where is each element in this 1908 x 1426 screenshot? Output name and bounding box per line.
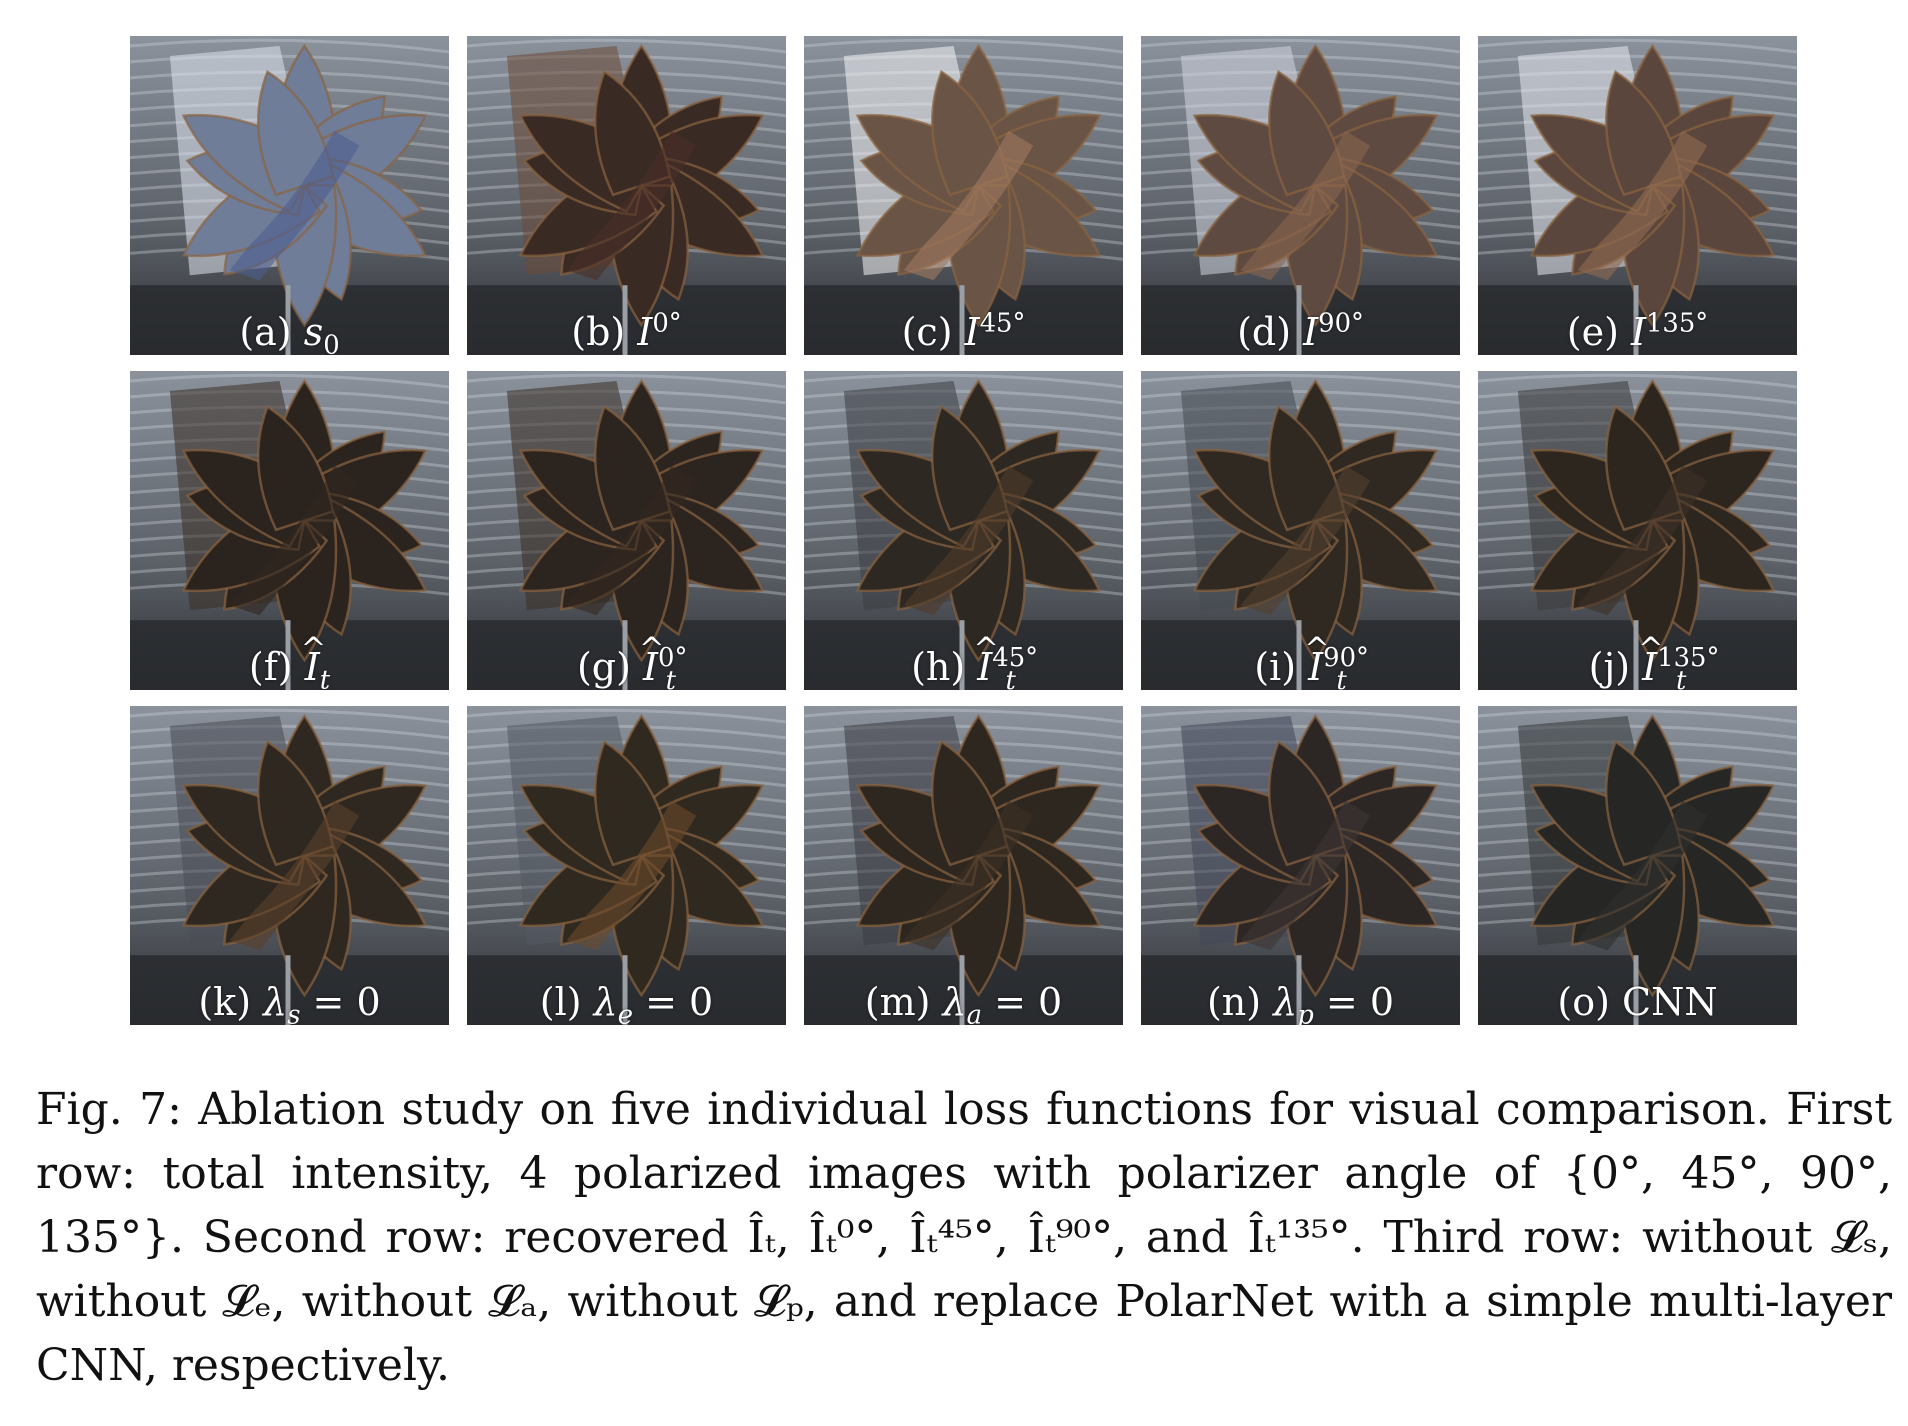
panel-label-prefix: (c) [901, 310, 965, 355]
panel-label-subscript: t [1005, 665, 1016, 690]
panel-label-prefix: (k) [198, 980, 264, 1025]
panel-label-prefix: (f) [248, 645, 305, 690]
panel-label-prefix: (g) [576, 645, 643, 690]
panel-j: (j) I135°t [1478, 371, 1797, 690]
panel-label-superscript: 0° [658, 643, 688, 674]
panel-label-symbol: CNN [1622, 980, 1718, 1025]
panel-image-g [467, 371, 786, 690]
panel-label-subscript: s [287, 1000, 301, 1025]
panel-a: (a) s0 [130, 36, 449, 355]
panel-label-prefix: (o) [1557, 980, 1623, 1025]
panel-image-n [1141, 706, 1460, 1025]
panel-label-e: (e) I135° [1478, 310, 1797, 355]
panel-label-symbol: I [637, 310, 653, 355]
panel-label-equation: = 0 [1313, 980, 1395, 1025]
panel-label-j: (j) I135°t [1478, 645, 1797, 690]
panel-label-superscript: 45° [979, 308, 1026, 339]
panel-label-prefix: (e) [1566, 310, 1631, 355]
panel-label-equation: = 0 [300, 980, 381, 1025]
panel-label-superscript: 135° [1657, 643, 1720, 674]
panel-image-d [1141, 36, 1460, 355]
panel-label-superscript: 90° [1318, 308, 1364, 339]
panel-label-subscript: e [617, 1000, 634, 1025]
panel-g: (g) I0°t [467, 371, 786, 690]
panel-label-m: (m) λa = 0 [804, 980, 1123, 1025]
panel-image-l [467, 706, 786, 1025]
panel-label-symbol: I [1630, 310, 1646, 355]
panel-label-prefix: (j) [1588, 645, 1643, 690]
panel-label-symbol: I [1308, 647, 1323, 688]
panel-label-subscript: 0 [323, 330, 340, 355]
panel-image-m [804, 706, 1123, 1025]
panel-label-superscript: 45° [992, 643, 1039, 674]
panel-label-n: (n) λp = 0 [1141, 980, 1460, 1025]
panel-label-equation: = 0 [633, 980, 714, 1025]
panel-image-o [1478, 706, 1797, 1025]
panel-d: (d) I90° [1141, 36, 1460, 355]
caption-text: Fig. 7: Ablation study on five individua… [36, 1084, 1892, 1391]
panel-label-symbol: I [643, 647, 658, 688]
panel-e: (e) I135° [1478, 36, 1797, 355]
panel-label-b: (b) I0° [467, 310, 786, 355]
panel-k: (k) λs = 0 [130, 706, 449, 1025]
panel-label-f: (f) It [130, 645, 449, 690]
panel-label-prefix: (l) [539, 980, 594, 1025]
panel-label-symbol: s [303, 310, 324, 355]
panel-h: (h) I45°t [804, 371, 1123, 690]
panel-label-subscript: t [665, 665, 677, 690]
panel-label-subscript: a [966, 1000, 983, 1025]
panel-label-superscript: 0° [652, 308, 682, 339]
panel-o: (o) CNN [1478, 706, 1797, 1025]
panel-f: (f) It [130, 371, 449, 690]
panel-label-symbol: λ [263, 980, 288, 1025]
panel-label-subscript: t [1675, 665, 1687, 690]
panel-n: (n) λp = 0 [1141, 706, 1460, 1025]
panel-label-prefix: (h) [911, 645, 978, 690]
panel-image-f [130, 371, 449, 690]
panel-label-subscript: t [1336, 665, 1347, 690]
figure-caption: Fig. 7: Ablation study on five individua… [36, 1078, 1892, 1398]
panel-label-subscript: t [319, 665, 331, 690]
panel-label-superscript: 90° [1323, 643, 1369, 674]
panel-b: (b) I0° [467, 36, 786, 355]
panel-label-o: (o) CNN [1478, 980, 1797, 1025]
panel-i: (i) I90°t [1141, 371, 1460, 690]
panel-label-prefix: (a) [239, 310, 304, 355]
panel-label-l: (l) λe = 0 [467, 980, 786, 1025]
panel-label-prefix: (i) [1254, 645, 1309, 690]
panel-label-equation: = 0 [982, 980, 1063, 1025]
panel-image-b [467, 36, 786, 355]
panel-image-h [804, 371, 1123, 690]
panel-image-i [1141, 371, 1460, 690]
panel-label-symbol: λ [1273, 980, 1298, 1025]
panel-label-a: (a) s0 [130, 310, 449, 355]
panel-label-i: (i) I90°t [1141, 645, 1460, 690]
panel-label-prefix: (n) [1206, 980, 1274, 1025]
panel-label-symbol: I [305, 647, 320, 688]
panel-label-symbol: I [1303, 310, 1319, 355]
panel-label-k: (k) λs = 0 [130, 980, 449, 1025]
panel-label-prefix: (b) [571, 310, 638, 355]
panel-l: (l) λe = 0 [467, 706, 786, 1025]
panel-label-symbol: I [964, 310, 980, 355]
panel-image-a [130, 36, 449, 355]
panel-image-e [1478, 36, 1797, 355]
ablation-figure-grid: (a) s0(b) I0°(c) I45°(d) I90°(e) I135°(f… [130, 36, 1798, 1025]
panel-label-symbol: I [977, 647, 992, 688]
panel-label-symbol: I [1642, 647, 1657, 688]
panel-label-d: (d) I90° [1141, 310, 1460, 355]
panel-m: (m) λa = 0 [804, 706, 1123, 1025]
panel-label-prefix: (d) [1237, 310, 1304, 355]
panel-label-subscript: p [1297, 1000, 1314, 1025]
panel-image-c [804, 36, 1123, 355]
panel-label-superscript: 135° [1646, 308, 1709, 339]
panel-label-c: (c) I45° [804, 310, 1123, 355]
panel-image-k [130, 706, 449, 1025]
panel-label-symbol: λ [942, 980, 967, 1025]
panel-label-h: (h) I45°t [804, 645, 1123, 690]
panel-label-symbol: λ [593, 980, 618, 1025]
panel-c: (c) I45° [804, 36, 1123, 355]
panel-label-prefix: (m) [864, 980, 943, 1025]
panel-label-g: (g) I0°t [467, 645, 786, 690]
